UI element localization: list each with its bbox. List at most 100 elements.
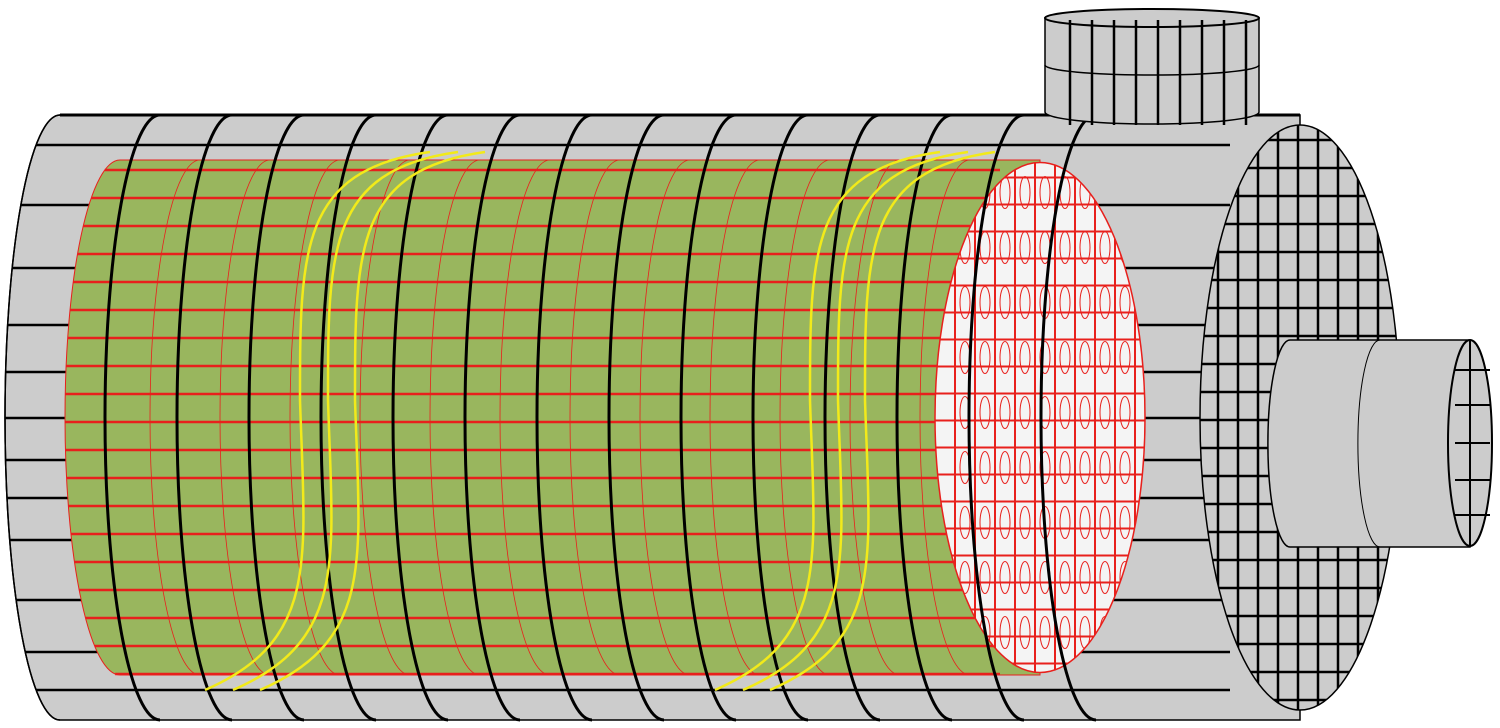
side-pipe-ring — [1357, 339, 1381, 548]
tube-hole — [1019, 616, 1031, 649]
streamline — [204, 150, 431, 692]
shell-ring — [823, 113, 881, 722]
tube-hole — [1059, 561, 1071, 594]
left-end-edge — [4, 114, 61, 721]
tube-hole — [1099, 341, 1111, 374]
inner-core — [64, 159, 1041, 676]
shell-ring — [535, 113, 593, 722]
tube-hole — [1019, 341, 1031, 374]
tube-hole — [979, 231, 991, 264]
tube-hole — [1079, 451, 1091, 484]
tube-hole — [1119, 506, 1131, 539]
core-ring — [639, 159, 691, 676]
tube-hole — [1079, 396, 1091, 429]
tube-hole — [959, 506, 971, 539]
core-ring — [359, 159, 411, 676]
tube-hole — [1079, 561, 1091, 594]
streamline — [232, 150, 459, 692]
tube-hole — [999, 341, 1011, 374]
shell-ring — [679, 113, 737, 722]
streamline — [714, 150, 941, 692]
tube-hole — [1099, 561, 1111, 594]
tube-hole — [959, 286, 971, 319]
tube-hole — [999, 286, 1011, 319]
shell-ring — [175, 113, 233, 722]
shell-mesh-rings — [4, 113, 1097, 722]
tube-hole — [1059, 341, 1071, 374]
tube-hole — [1079, 506, 1091, 539]
tube-hole — [1079, 286, 1091, 319]
tube-hole — [1019, 506, 1031, 539]
shell-ring — [895, 113, 953, 722]
top-pipe-ring — [1044, 64, 1260, 76]
tube-hole — [1019, 176, 1031, 209]
core-ring — [779, 159, 831, 676]
streamlines — [204, 150, 996, 692]
shell-ring — [391, 113, 449, 722]
tube-hole — [1119, 286, 1131, 319]
tube-hole — [979, 396, 991, 429]
tube-hole — [1119, 396, 1131, 429]
tube-hole — [1119, 451, 1131, 484]
tube-hole — [1119, 341, 1131, 374]
tube-hole — [999, 451, 1011, 484]
tube-hole — [1099, 506, 1111, 539]
tube-hole — [979, 506, 991, 539]
tube-hole — [979, 451, 991, 484]
tube-hole — [1059, 616, 1071, 649]
tube-hole — [1039, 616, 1051, 649]
core-ring — [709, 159, 761, 676]
core-ring — [499, 159, 551, 676]
shell-ring — [247, 113, 305, 722]
tube-hole — [1079, 231, 1091, 264]
core-ring — [569, 159, 621, 676]
tube-hole — [1019, 561, 1031, 594]
core-ring — [219, 159, 271, 676]
tube-hole — [1099, 231, 1111, 264]
shell-ring — [103, 113, 161, 722]
shell-ring — [967, 113, 1025, 722]
tube-hole — [1099, 286, 1111, 319]
core-body — [64, 159, 1041, 676]
tube-hole — [1059, 396, 1071, 429]
streamline — [742, 150, 969, 692]
core-ring — [919, 159, 971, 676]
tube-hole — [1019, 231, 1031, 264]
tube-hole — [1019, 286, 1031, 319]
tube-hole — [999, 506, 1011, 539]
tube-hole — [1019, 396, 1031, 429]
tube-hole — [1059, 506, 1071, 539]
shell-ring — [607, 113, 665, 722]
tube-hole — [1099, 451, 1111, 484]
core-ring — [289, 159, 341, 676]
tube-hole — [999, 396, 1011, 429]
tube-hole — [1039, 176, 1051, 209]
tube-hole — [999, 561, 1011, 594]
tube-hole — [979, 341, 991, 374]
tube-hole — [959, 561, 971, 594]
side-pipe — [1267, 339, 1493, 548]
top-pipe — [1044, 8, 1260, 125]
tube-hole — [1039, 341, 1051, 374]
tube-hole — [1079, 341, 1091, 374]
tube-hole — [1059, 286, 1071, 319]
shell-ring — [463, 113, 521, 722]
shell-ring — [319, 113, 377, 722]
tube-hole — [1099, 396, 1111, 429]
core-ring — [149, 159, 201, 676]
tube-hole — [979, 286, 991, 319]
tube-hole — [999, 231, 1011, 264]
core-ring — [429, 159, 481, 676]
top-pipe-body — [1044, 17, 1260, 125]
tube-hole — [999, 616, 1011, 649]
shell-ring — [1039, 113, 1097, 722]
streamline — [259, 150, 486, 692]
tube-hole — [1059, 451, 1071, 484]
tube-hole — [1019, 451, 1031, 484]
streamline — [769, 150, 996, 692]
tube-hole — [1039, 451, 1051, 484]
tube-hole — [979, 561, 991, 594]
top-pipe-opening — [1044, 8, 1260, 28]
tube-hole — [1059, 231, 1071, 264]
